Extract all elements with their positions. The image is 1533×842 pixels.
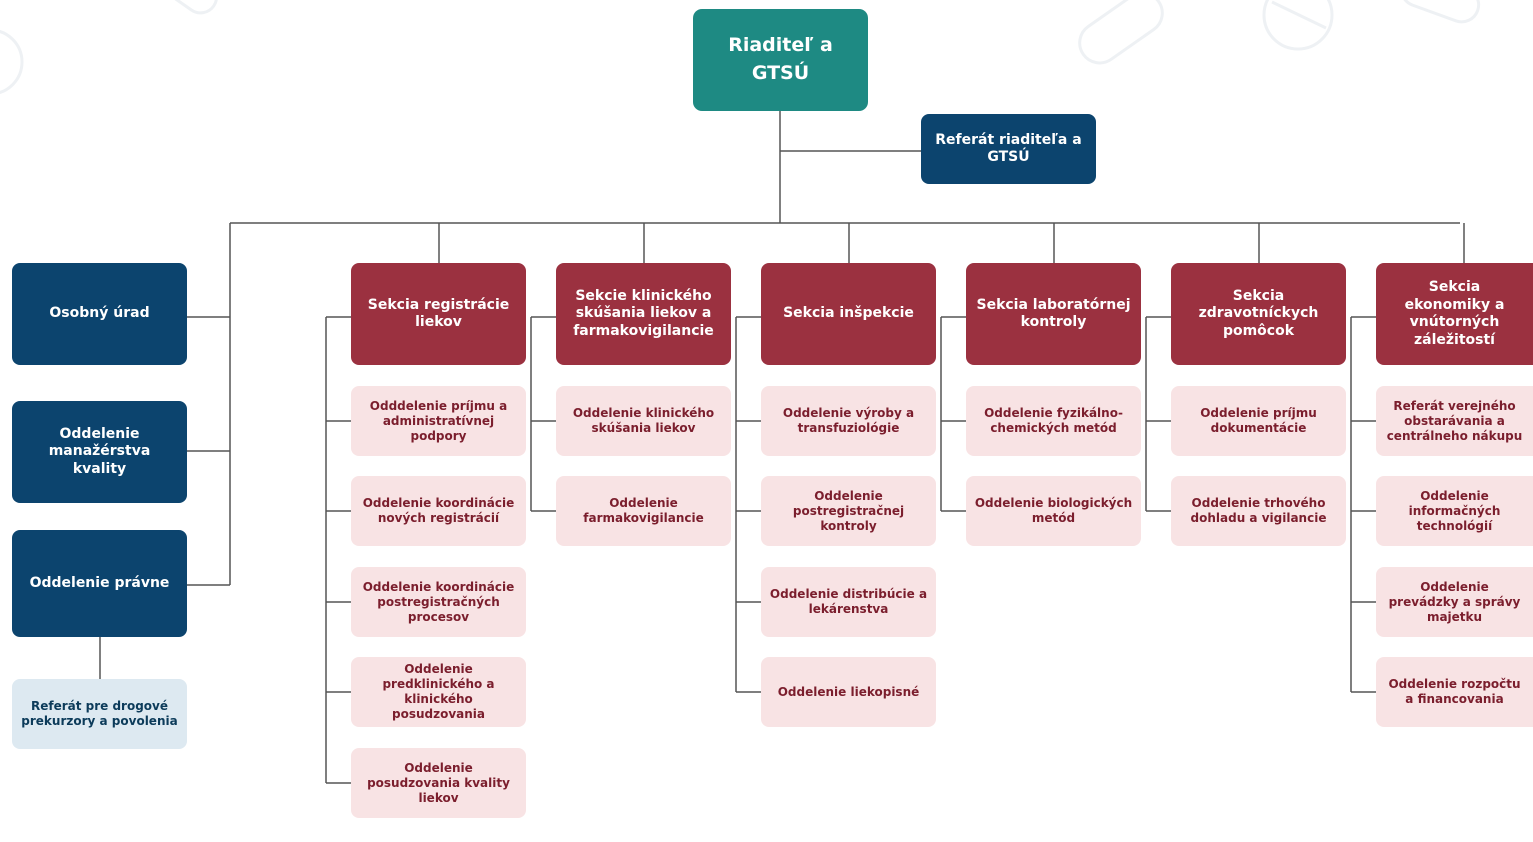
department-box: Oddelenie prevádzky a správy majetku bbox=[1376, 567, 1533, 637]
department-label: Oddelenie príjmu dokumentácie bbox=[1200, 406, 1317, 435]
department-box: Odddelenie príjmu a administratívnej pod… bbox=[351, 386, 526, 456]
department-box: Oddelenie klinického skúšania liekov bbox=[556, 386, 731, 456]
director-office-label: Referát riaditeľa a GTSÚ bbox=[935, 131, 1082, 166]
department-box: Oddelenie biologických metód bbox=[966, 476, 1141, 546]
director-box: Riaditeľ a GTSÚ bbox=[693, 9, 868, 111]
department-label: Oddelenie biologických metód bbox=[974, 496, 1133, 525]
department-box: Oddelenie posudzovania kvality liekov bbox=[351, 748, 526, 818]
department-label: Oddelenie koordinácie nových registrácií bbox=[362, 496, 515, 525]
legal-subunit-label: Referát pre drogové prekurzory a povolen… bbox=[21, 699, 178, 728]
staff-unit-legal: Oddelenie právne bbox=[12, 530, 187, 637]
section-box: Sekcia laboratórnej kontroly bbox=[966, 263, 1141, 365]
staff-unit-label: Osobný úrad bbox=[49, 305, 150, 322]
director-label: Riaditeľ a GTSÚ bbox=[728, 34, 833, 84]
department-box: Oddelenie farmakovigilancie bbox=[556, 476, 731, 546]
section-label: Sekcia zdravotníckych pomôcok bbox=[1198, 287, 1319, 339]
department-box: Oddelenie koordinácie nových registrácií bbox=[351, 476, 526, 546]
department-box: Oddelenie výroby a transfuziológie bbox=[761, 386, 936, 456]
department-box: Oddelenie trhového dohladu a vigilancie bbox=[1171, 476, 1346, 546]
department-label: Oddelenie klinického skúšania liekov bbox=[572, 406, 715, 435]
department-label: Oddelenie informačných technológií bbox=[1408, 488, 1501, 533]
staff-unit-label: Oddelenie manažérstva kvality bbox=[48, 425, 151, 477]
department-box: Referát verejného obstarávania a centrál… bbox=[1376, 386, 1533, 456]
department-box: Oddelenie liekopisné bbox=[761, 657, 936, 727]
department-box: Oddelenie príjmu dokumentácie bbox=[1171, 386, 1346, 456]
legal-subunit-box: Referát pre drogové prekurzory a povolen… bbox=[12, 679, 187, 749]
section-label: Sekcie klinického skúšania liekov a farm… bbox=[573, 287, 714, 339]
section-box: Sekcia registrácie liekov bbox=[351, 263, 526, 365]
staff-unit-label: Oddelenie právne bbox=[29, 574, 170, 591]
department-label: Oddelenie rozpočtu a financovania bbox=[1388, 677, 1521, 706]
department-box: Oddelenie fyzikálno-chemických metód bbox=[966, 386, 1141, 456]
section-label: Sekcia laboratórnej kontroly bbox=[976, 296, 1131, 331]
section-box: Sekcie klinického skúšania liekov a farm… bbox=[556, 263, 731, 365]
section-box: Sekcia ekonomiky a vnútorných záležitost… bbox=[1376, 263, 1533, 365]
department-label: Oddelenie prevádzky a správy majetku bbox=[1388, 579, 1521, 624]
department-box: Oddelenie informačných technológií bbox=[1376, 476, 1533, 546]
department-box: Oddelenie koordinácie postregistračných … bbox=[351, 567, 526, 637]
department-label: Oddelenie fyzikálno-chemických metód bbox=[984, 406, 1123, 435]
section-box: Sekcia zdravotníckych pomôcok bbox=[1171, 263, 1346, 365]
staff-unit-personnel-office: Osobný úrad bbox=[12, 263, 187, 365]
department-label: Odddelenie príjmu a administratívnej pod… bbox=[369, 398, 508, 443]
section-label: Sekcia registrácie liekov bbox=[367, 296, 510, 331]
department-box: Oddelenie rozpočtu a financovania bbox=[1376, 657, 1533, 727]
section-box: Sekcia inšpekcie bbox=[761, 263, 936, 365]
director-office-box: Referát riaditeľa a GTSÚ bbox=[921, 114, 1096, 184]
section-label: Sekcia inšpekcie bbox=[783, 305, 914, 322]
staff-unit-quality-management: Oddelenie manažérstva kvality bbox=[12, 401, 187, 503]
department-label: Oddelenie posudzovania kvality liekov bbox=[367, 760, 510, 805]
section-label: Sekcia ekonomiky a vnútorných záležitost… bbox=[1404, 279, 1505, 348]
department-label: Oddelenie výroby a transfuziológie bbox=[782, 406, 915, 435]
department-box: Oddelenie distribúcie a lekárenstva bbox=[761, 567, 936, 637]
department-label: Oddelenie predklinického a klinického po… bbox=[382, 662, 495, 721]
department-label: Oddelenie distribúcie a lekárenstva bbox=[769, 587, 928, 616]
department-label: Oddelenie postregistračnej kontroly bbox=[792, 488, 905, 533]
department-label: Oddelenie liekopisné bbox=[777, 684, 920, 699]
department-box: Oddelenie postregistračnej kontroly bbox=[761, 476, 936, 546]
department-label: Oddelenie koordinácie postregistračných … bbox=[362, 579, 515, 624]
department-label: Oddelenie farmakovigilancie bbox=[583, 496, 704, 525]
department-label: Referát verejného obstarávania a centrál… bbox=[1386, 398, 1523, 443]
department-box: Oddelenie predklinického a klinického po… bbox=[351, 657, 526, 727]
department-label: Oddelenie trhového dohladu a vigilancie bbox=[1190, 496, 1327, 525]
